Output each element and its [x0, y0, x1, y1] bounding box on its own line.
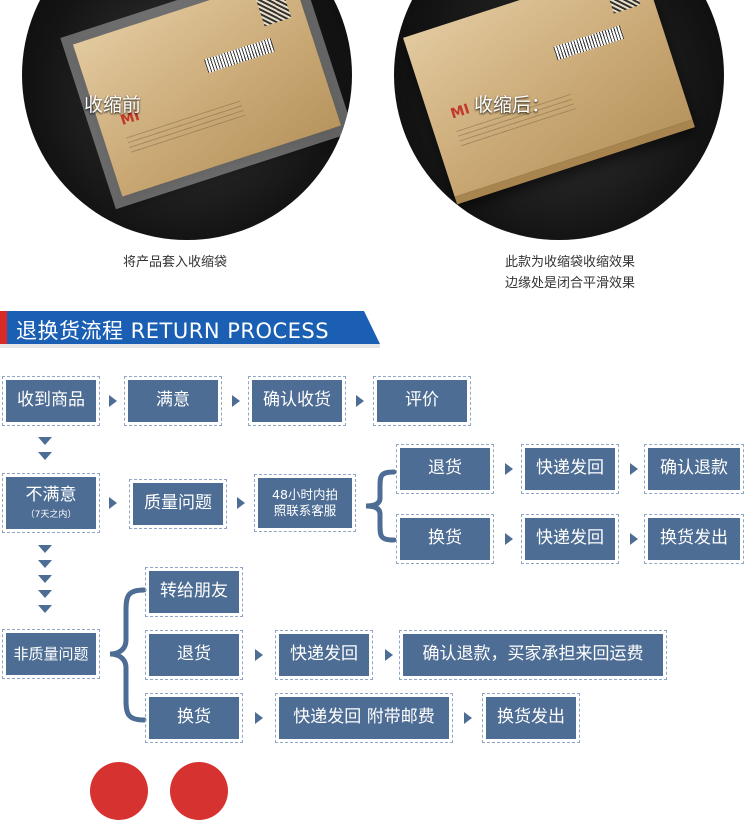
box-print-text — [126, 100, 247, 157]
brace-non-quality — [109, 587, 147, 723]
step-contact-service: 48小时内拍 照联系客服 — [254, 474, 356, 532]
step-ship-back: 快递发回 — [521, 514, 619, 564]
section-header-shadow — [0, 344, 380, 348]
arrow-right-icon — [109, 497, 117, 509]
step-return: 退货 — [145, 630, 243, 680]
decorative-circle — [170, 762, 228, 820]
arrow-right-icon — [255, 649, 263, 661]
step-quality-issue: 质量问题 — [129, 479, 227, 529]
step-review: 评价 — [373, 376, 471, 426]
mi-logo: MI — [448, 101, 472, 123]
arrow-down-icon — [38, 575, 52, 583]
arrow-down-icon — [38, 560, 52, 568]
unsatisfied-label: 不满意 — [25, 485, 77, 506]
before-caption: 将产品套入收缩袋 — [122, 255, 227, 270]
arrow-right-icon — [630, 463, 638, 475]
step-exchange-shipped: 换货发出 — [482, 693, 580, 743]
step-confirm-refund: 确认退款 — [644, 444, 744, 494]
section-title: 退换货流程 RETURN PROCESS — [16, 319, 330, 343]
after-caption: 此款为收缩袋收缩效果 边缘处是闭合平滑效果 — [470, 252, 670, 294]
step-receive-goods: 收到商品 — [2, 376, 100, 426]
step-confirm-receipt: 确认收货 — [248, 376, 346, 426]
arrow-right-icon — [237, 497, 245, 509]
after-caption-line2: 边缘处是闭合平滑效果 — [504, 276, 635, 291]
barcode-icon — [204, 38, 275, 73]
photo-section: MI 收缩前 MI 收缩后： 将产品套入收缩袋 此款为收缩袋收缩效果 边缘处是闭… — [0, 0, 750, 300]
arrow-right-icon — [505, 463, 513, 475]
before-shrink-photo: MI 收缩前 — [22, 0, 352, 240]
arrow-right-icon — [464, 712, 472, 724]
arrow-right-icon — [385, 649, 393, 661]
contact-line1: 48小时内拍 — [272, 487, 338, 503]
step-refund-buyer-pays: 确认退款，买家承担来回运费 — [399, 630, 667, 680]
step-exchange: 换货 — [396, 514, 494, 564]
arrow-down-icon — [38, 590, 52, 598]
unsatisfied-note: （7天之内） — [25, 509, 77, 520]
section-header-accent — [0, 311, 7, 344]
step-exchange: 换货 — [145, 693, 243, 743]
arrow-right-icon — [232, 395, 240, 407]
after-shrink-photo: MI 收缩后： — [394, 0, 724, 240]
qr-code-icon — [605, 0, 641, 14]
step-non-quality-issue: 非质量问题 — [2, 629, 100, 679]
step-forward-to-friend: 转给朋友 — [145, 567, 243, 617]
arrow-right-icon — [630, 533, 638, 545]
arrow-down-icon — [38, 437, 52, 445]
step-satisfied: 满意 — [124, 376, 222, 426]
step-return: 退货 — [396, 444, 494, 494]
arrow-right-icon — [255, 712, 263, 724]
step-unsatisfied: 不满意 （7天之内） — [2, 473, 100, 533]
after-caption-line1: 此款为收缩袋收缩效果 — [504, 255, 635, 270]
step-ship-back: 快递发回 — [275, 630, 373, 680]
barcode-icon — [553, 25, 625, 61]
before-label: 收缩前 — [84, 94, 142, 116]
arrow-down-icon — [38, 545, 52, 553]
arrow-down-icon — [38, 452, 52, 460]
contact-line2: 照联系客服 — [273, 503, 337, 518]
arrow-right-icon — [109, 395, 117, 407]
arrow-right-icon — [356, 395, 364, 407]
arrow-down-icon — [38, 605, 52, 613]
step-ship-back: 快递发回 — [521, 444, 619, 494]
brace-quality — [365, 469, 397, 543]
after-label: 收缩后： — [474, 94, 551, 116]
qr-code-icon — [256, 0, 292, 27]
section-header-band — [0, 311, 380, 344]
step-ship-back-with-postage: 快递发回 附带邮费 — [275, 693, 453, 743]
step-exchange-shipped: 换货发出 — [644, 514, 744, 564]
arrow-right-icon — [505, 533, 513, 545]
decorative-circle — [90, 762, 148, 820]
